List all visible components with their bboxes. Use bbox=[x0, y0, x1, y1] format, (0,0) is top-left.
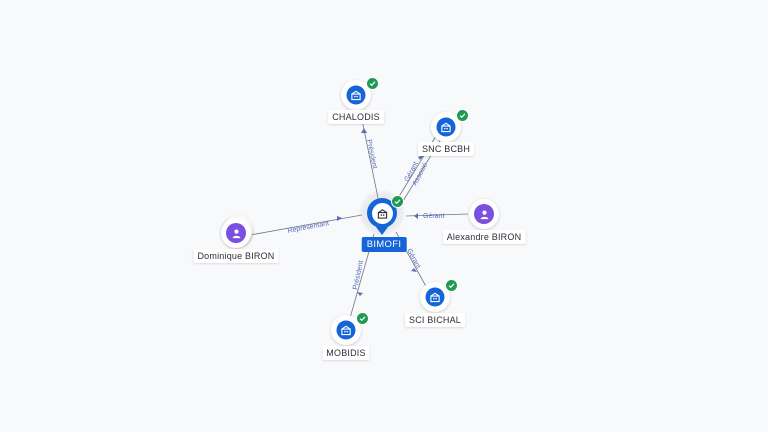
arrow-alexandre bbox=[414, 213, 418, 219]
edge-label-scibichal: Gérant bbox=[405, 248, 421, 270]
node-chalodis[interactable] bbox=[340, 77, 379, 111]
node-label-scibichal: SCI BICHAL bbox=[404, 313, 466, 327]
edge-label-dominique: Représentant bbox=[287, 220, 330, 235]
node-scibichal[interactable] bbox=[419, 279, 458, 313]
arrow-chalodis bbox=[361, 128, 367, 133]
center-node-bimofi[interactable] bbox=[367, 195, 404, 228]
node-sncbcbh[interactable] bbox=[430, 109, 469, 143]
company-building-icon bbox=[425, 287, 445, 307]
node-label-mobidis: MOBIDIS bbox=[322, 346, 370, 360]
person-icon bbox=[226, 223, 246, 243]
company-building-icon bbox=[346, 85, 366, 105]
arrow-mobidis bbox=[357, 292, 363, 296]
person-icon bbox=[474, 204, 494, 224]
verified-check-icon bbox=[391, 195, 404, 208]
arrow-scibichal bbox=[411, 268, 417, 272]
node-mobidis[interactable] bbox=[330, 312, 369, 346]
edge-dominique bbox=[249, 214, 363, 236]
verified-check-icon bbox=[356, 312, 369, 325]
center-node-label: BIMOFI bbox=[361, 237, 407, 252]
verified-check-icon bbox=[366, 77, 379, 90]
node-label-sncbcbh: SNC BCBH bbox=[417, 142, 475, 156]
company-building-icon bbox=[436, 117, 456, 137]
edge-chalodis bbox=[359, 109, 379, 199]
company-building-icon bbox=[371, 202, 393, 224]
company-building-icon bbox=[336, 320, 356, 340]
node-alexandre-biron[interactable] bbox=[468, 198, 500, 230]
edge-label-chalodis: Président bbox=[365, 139, 378, 169]
node-label-dominique-biron: Dominique BIRON bbox=[193, 249, 279, 263]
edge-label-alexandre: Gérant bbox=[423, 213, 444, 220]
node-label-alexandre-biron: Alexandre BIRON bbox=[442, 230, 526, 244]
edge-label-mobidis: Président bbox=[352, 260, 365, 290]
node-dominique-biron[interactable] bbox=[218, 215, 254, 251]
arrow-sncbcbh bbox=[418, 155, 424, 160]
verified-check-icon bbox=[456, 109, 469, 122]
node-label-chalodis: CHALODIS bbox=[328, 110, 384, 124]
arrow-dominique bbox=[337, 216, 342, 221]
verified-check-icon bbox=[445, 279, 458, 292]
